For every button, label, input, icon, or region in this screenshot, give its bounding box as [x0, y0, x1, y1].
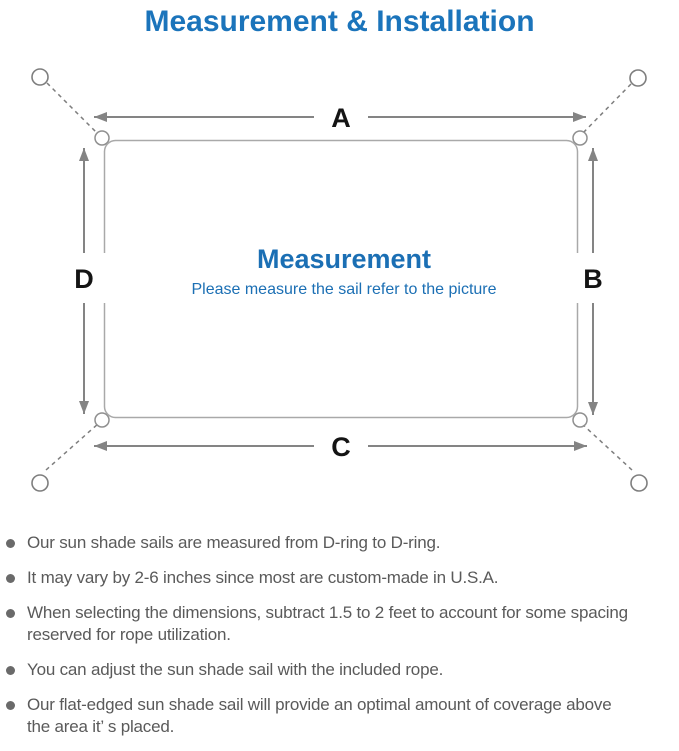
note-item: You can adjust the sun shade sail with t… [6, 659, 666, 681]
note-text: Our flat-edged sun shade sail will provi… [27, 695, 612, 736]
note-item: It may vary by 2-6 inches since most are… [6, 567, 666, 589]
bullet-icon [6, 538, 15, 548]
dim-label-c: C [331, 432, 351, 462]
note-text: It may vary by 2-6 inches since most are… [27, 568, 499, 587]
note-text: Our sun shade sails are measured from D-… [27, 533, 441, 552]
center-title: Measurement [257, 244, 431, 274]
note-item: When selecting the dimensions, subtract … [6, 602, 666, 646]
dim-label-d: D [74, 264, 94, 294]
dim-label-b: B [583, 264, 603, 294]
page-title: Measurement & Installation [144, 5, 535, 38]
anchor-ring-icon [31, 68, 49, 86]
guy-line-bottom-left [45, 422, 100, 471]
bullet-icon [6, 700, 15, 710]
measurement-diagram: A B C D Measurement Please measure the s… [0, 45, 679, 515]
sail-outline [103, 139, 579, 419]
bullet-icon [6, 665, 15, 675]
note-text: You can adjust the sun shade sail with t… [27, 660, 444, 679]
guy-line-bottom-right [580, 422, 633, 471]
d-ring-icon [94, 130, 110, 146]
d-ring-icon [572, 130, 588, 146]
center-subtitle: Please measure the sail refer to the pic… [191, 281, 496, 298]
guy-lines [45, 82, 633, 471]
notes-list: Our sun shade sails are measured from D-… [6, 532, 666, 751]
bullet-icon [6, 573, 15, 583]
note-text: When selecting the dimensions, subtract … [27, 603, 628, 644]
anchor-ring-icon [630, 474, 648, 492]
anchor-ring-icon [629, 69, 647, 87]
d-ring-icon [572, 412, 588, 428]
anchor-ring-icon [31, 474, 49, 492]
bullet-icon [6, 608, 15, 618]
note-item: Our flat-edged sun shade sail will provi… [6, 694, 666, 738]
d-ring-icon [94, 412, 110, 428]
dim-label-a: A [331, 103, 351, 133]
guy-line-top-right [580, 83, 632, 136]
note-item: Our sun shade sails are measured from D-… [6, 532, 666, 554]
guy-line-top-left [46, 82, 100, 136]
